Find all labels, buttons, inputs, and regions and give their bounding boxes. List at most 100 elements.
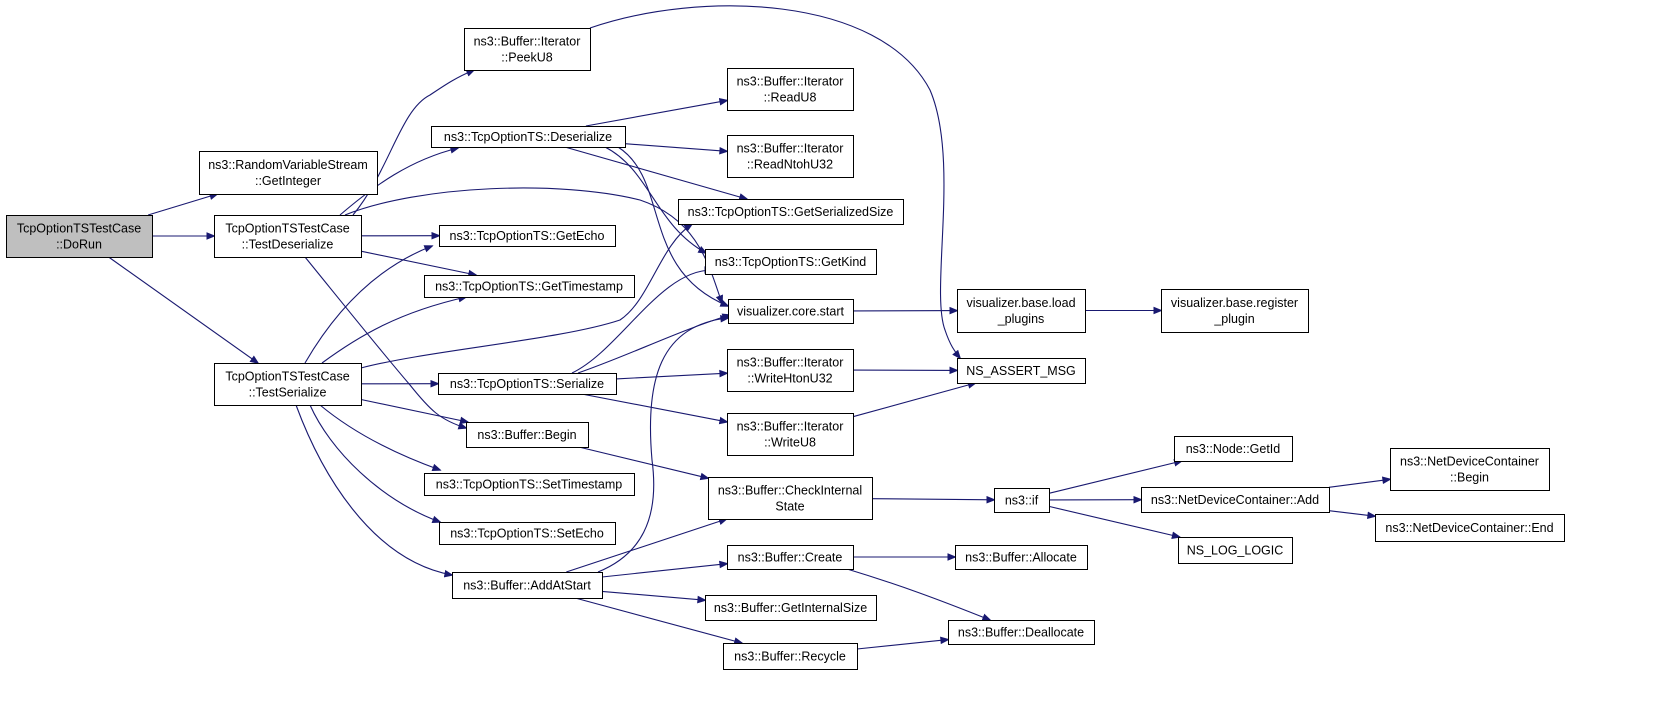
node-box [438, 373, 617, 395]
node-box [199, 151, 378, 195]
node-tsser[interactable]: ns3::TcpOptionTS::Serialize [438, 373, 617, 395]
node-box [948, 620, 1095, 645]
node-label: ::WriteHtonU32 [747, 372, 832, 386]
node-label: ::TestDeserialize [242, 238, 334, 252]
edge-dorun-to-getinteger [147, 194, 217, 216]
node-loadplugins[interactable]: visualizer.base.load_plugins [957, 289, 1086, 333]
edge-peeku8-to-assertmsg [589, 5, 960, 358]
node-getkind[interactable]: ns3::TcpOptionTS::GetKind [705, 249, 877, 275]
node-begin[interactable]: ns3::Buffer::Begin [466, 422, 589, 448]
node-getsersize[interactable]: ns3::TcpOptionTS::GetSerializedSize [678, 199, 904, 225]
node-getid[interactable]: ns3::Node::GetId [1174, 436, 1293, 462]
node-label: ns3::TcpOptionTS::GetKind [715, 255, 867, 269]
node-box [424, 275, 635, 298]
node-box [727, 68, 854, 111]
edge-begin-to-checkinternal [578, 446, 708, 478]
node-writehtonu32[interactable]: ns3::Buffer::Iterator::WriteHtonU32 [727, 349, 854, 392]
node-box [424, 473, 635, 496]
node-recycle[interactable]: ns3::Buffer::Recycle [723, 643, 858, 670]
node-label: ns3::TcpOptionTS::SetEcho [450, 527, 604, 541]
node-label: ::ReadU8 [764, 91, 817, 105]
edge-testser-to-begin [360, 398, 468, 423]
edge-testser-to-getecho [304, 246, 432, 364]
edge-addatstart-to-create [601, 564, 727, 578]
node-box [1390, 448, 1550, 491]
node-allocate[interactable]: ns3::Buffer::Allocate [955, 545, 1088, 570]
edge-addatstart-to-getinternalsize [601, 590, 705, 600]
node-label: ::DoRun [56, 238, 102, 252]
edge-recycle-to-deallocate [856, 640, 948, 650]
edge-testser-to-gettimestamp [321, 297, 466, 364]
node-create[interactable]: ns3::Buffer::Create [727, 545, 854, 570]
node-dorun[interactable]: TcpOptionTSTestCase::DoRun [6, 215, 153, 258]
node-getinternalsize[interactable]: ns3::Buffer::GetInternalSize [705, 595, 877, 621]
node-testdeser[interactable]: TcpOptionTSTestCase::TestDeserialize [214, 215, 362, 258]
node-readu8[interactable]: ns3::Buffer::Iterator::ReadU8 [727, 68, 854, 111]
node-label: ns3::TcpOptionTS::SetTimestamp [436, 478, 622, 492]
node-addatstart[interactable]: ns3::Buffer::AddAtStart [452, 572, 603, 599]
node-label: ns3::Buffer::AddAtStart [463, 579, 591, 593]
node-writeu8[interactable]: ns3::Buffer::Iterator::WriteU8 [727, 413, 854, 456]
node-ndcend[interactable]: ns3::NetDeviceContainer::End [1375, 514, 1565, 542]
node-box [1141, 487, 1330, 513]
node-box [214, 363, 362, 406]
node-getinteger[interactable]: ns3::RandomVariableStream::GetInteger [199, 151, 378, 195]
node-label: TcpOptionTSTestCase [225, 222, 349, 236]
node-label: visualizer.base.register [1171, 296, 1298, 310]
node-testser[interactable]: TcpOptionTSTestCase::TestSerialize [214, 363, 362, 406]
node-box [727, 135, 854, 178]
node-ndcbegin[interactable]: ns3::NetDeviceContainer::Begin [1390, 448, 1550, 491]
node-box [955, 545, 1088, 570]
node-assertmsg[interactable]: NS_ASSERT_MSG [957, 358, 1086, 384]
node-box [452, 572, 603, 599]
node-box [957, 358, 1086, 384]
edge-addatstart-to-checkinternal [566, 519, 726, 573]
edge-tsser-to-writehtonu32 [615, 373, 727, 380]
node-vcorestart[interactable]: visualizer.core.start [728, 299, 854, 324]
node-settimestamp[interactable]: ns3::TcpOptionTS::SetTimestamp [424, 473, 635, 496]
node-deallocate[interactable]: ns3::Buffer::Deallocate [948, 620, 1095, 645]
node-label: TcpOptionTSTestCase [225, 370, 349, 384]
node-label: ns3::NetDeviceContainer::End [1385, 521, 1553, 535]
node-label: ::WriteU8 [764, 436, 816, 450]
node-box [1178, 537, 1293, 564]
edge-ndcadd-to-ndcbegin [1328, 479, 1390, 488]
node-box [439, 225, 616, 247]
node-nslogic[interactable]: NS_LOG_LOGIC [1178, 537, 1293, 564]
node-ndcadd[interactable]: ns3::NetDeviceContainer::Add [1141, 487, 1330, 513]
node-getecho[interactable]: ns3::TcpOptionTS::GetEcho [439, 225, 616, 247]
node-label: _plugin [1213, 312, 1254, 326]
nodes: TcpOptionTSTestCase::DoRun ns3::RandomVar… [6, 28, 1565, 670]
node-setecho[interactable]: ns3::TcpOptionTS::SetEcho [439, 522, 616, 545]
node-label: ns3::Buffer::Allocate [965, 551, 1077, 565]
node-tsdeser[interactable]: ns3::TcpOptionTS::Deserialize [431, 126, 626, 148]
node-box [1375, 514, 1565, 542]
edge-testser-to-settimestamp [319, 404, 440, 470]
node-label: ::TestSerialize [249, 386, 327, 400]
node-label: ns3::NetDeviceContainer::Add [1151, 493, 1319, 507]
node-label: NS_ASSERT_MSG [966, 364, 1076, 378]
node-label: TcpOptionTSTestCase [17, 222, 141, 236]
edge-tsser-to-vcorestart [577, 315, 730, 374]
node-box [214, 215, 362, 258]
node-gettimestamp[interactable]: ns3::TcpOptionTS::GetTimestamp [424, 275, 635, 298]
node-label: ns3::Buffer::CheckInternal [718, 484, 862, 498]
node-label: ns3::Buffer::Begin [477, 428, 576, 442]
node-label: ns3::if [1005, 494, 1039, 508]
node-box [464, 28, 591, 71]
edge-testser-to-setecho [309, 404, 440, 522]
node-label: ns3::TcpOptionTS::Deserialize [444, 130, 612, 144]
node-box [6, 215, 153, 258]
node-ns3if[interactable]: ns3::if [994, 488, 1050, 513]
edge-tsdeser-to-getsersize [564, 146, 747, 199]
node-readntohu32[interactable]: ns3::Buffer::Iterator::ReadNtohU32 [727, 135, 854, 178]
node-registerplugin[interactable]: visualizer.base.register _plugin [1161, 289, 1309, 333]
node-box [727, 545, 854, 570]
node-box [708, 477, 873, 520]
edge-testser-to-addatstart [295, 404, 452, 575]
node-box [728, 299, 854, 324]
edge-ns3if-to-nslogic [1048, 505, 1180, 537]
node-peeku8[interactable]: ns3::Buffer::Iterator::PeekU8 [464, 28, 591, 71]
node-label: visualizer.core.start [737, 305, 845, 319]
